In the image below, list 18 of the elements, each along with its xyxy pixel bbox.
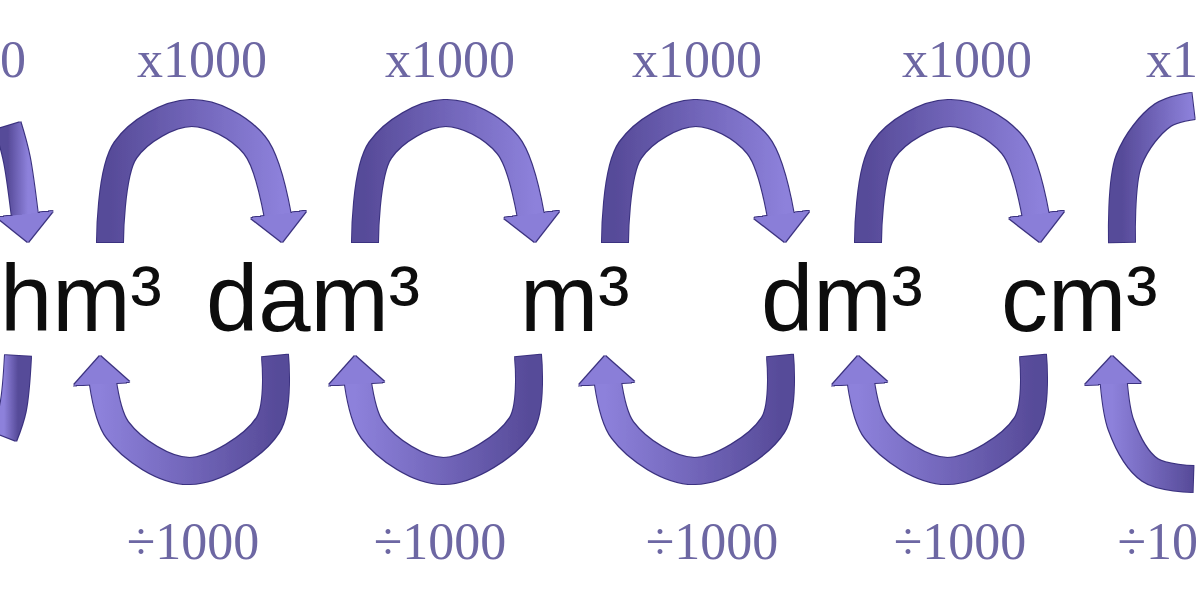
edge-label: 0 [0,34,26,86]
edge-label: ÷10 [1117,516,1198,568]
edge-label: x1000 [137,34,267,86]
curved-arrow [1085,355,1194,492]
edge-label: x1 [1146,34,1198,86]
edge-label: x1000 [632,34,762,86]
curved-arrow [0,122,53,244]
unit-label: dam³ [206,238,421,360]
edge-label: x1000 [902,34,1032,86]
unit-label: cm³ [1001,238,1158,360]
unit-label: dm³ [761,238,923,360]
unit-label: hm³ [0,238,162,360]
edge-label: ÷1000 [645,516,779,568]
unit-label: m³ [520,238,630,360]
edge-label: ÷1000 [126,516,260,568]
edge-label: x1000 [385,34,515,86]
edge-label: ÷1000 [893,516,1027,568]
edge-label: ÷1000 [373,516,507,568]
